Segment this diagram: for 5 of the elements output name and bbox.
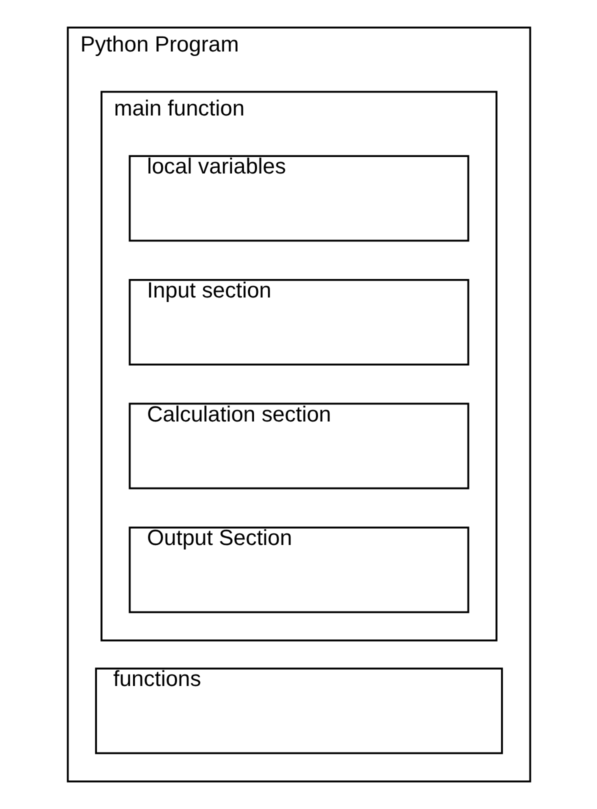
node-box: local variables [128,155,469,242]
node-box: functions [94,668,502,754]
node-box: Calculation section [128,402,469,490]
node-box: Input section [128,278,469,366]
node-box: Output Section [128,526,469,614]
